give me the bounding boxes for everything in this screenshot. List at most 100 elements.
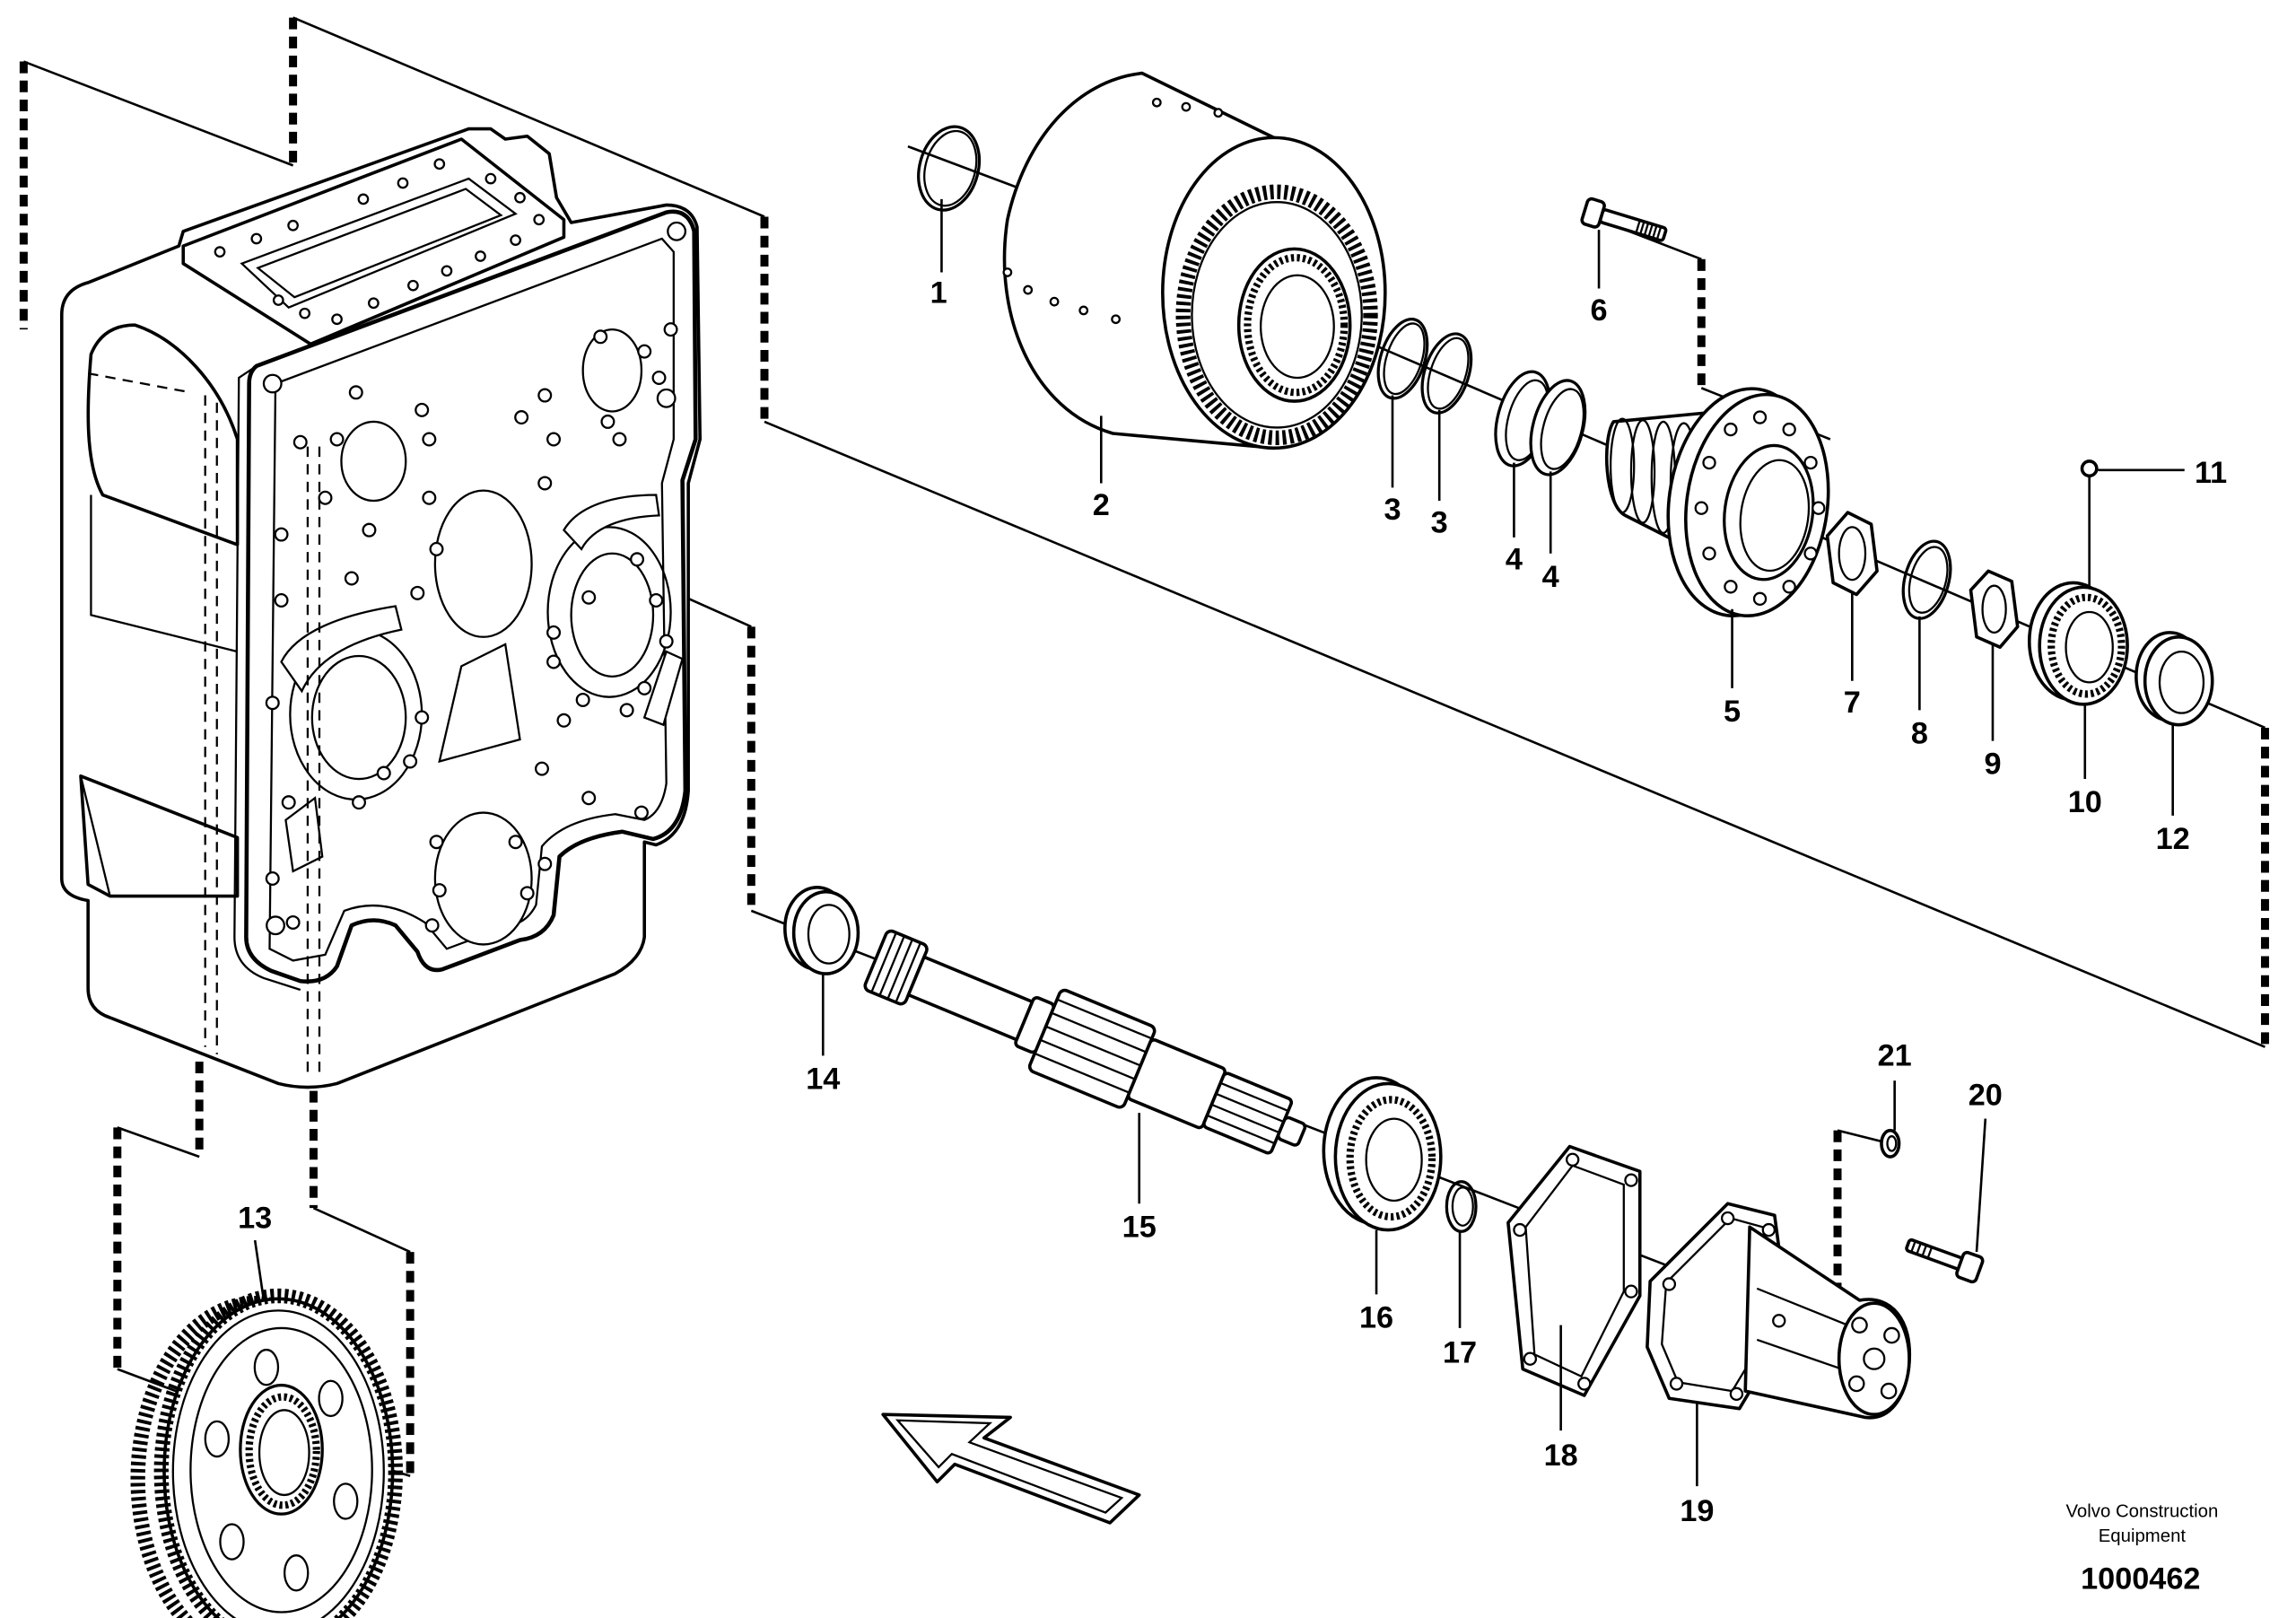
plate-bolt-hole <box>537 388 553 403</box>
plate-bolt-hole <box>422 490 437 505</box>
nut-bore <box>1981 584 2007 634</box>
plate-bolt-hole <box>593 329 608 345</box>
plate-bolt-hole <box>659 634 674 649</box>
plate-bolt-hole <box>600 414 615 429</box>
ring-axis-line <box>907 144 1026 192</box>
cover-flange-hole <box>1761 1222 1776 1238</box>
callout-20: 20 <box>1969 1078 2003 1112</box>
gear-teeth <box>153 1288 403 1618</box>
hub-flange-hole <box>1782 580 1796 594</box>
part-5-output-hub <box>1604 387 1830 618</box>
bearing-balls <box>1346 1096 1436 1221</box>
plate-bolt-hole <box>575 692 590 707</box>
gear-web-hole <box>333 1482 359 1520</box>
gear-web <box>189 1326 373 1614</box>
plate-bolt-hole <box>556 713 572 728</box>
plate-bolt-hole <box>546 654 562 669</box>
hub-flange-hole <box>1782 422 1796 437</box>
assembly-line <box>117 1126 200 1159</box>
leader-line-13 <box>253 1239 266 1301</box>
spline-teeth <box>1206 1081 1289 1145</box>
top-cover-window-inner <box>256 188 503 299</box>
front-plate-bolt-holes <box>262 221 687 936</box>
gear-web-hole <box>219 1523 245 1561</box>
plate-bolt-hole <box>651 370 667 385</box>
gasket-outline <box>1506 1144 1642 1397</box>
washer-inner <box>1908 546 1949 614</box>
gear-hub-bore <box>258 1409 310 1497</box>
plate-bolt-hole <box>508 835 523 850</box>
cover-flange-hole <box>1662 1277 1677 1291</box>
plate-bolt-hole <box>519 886 535 901</box>
plate-bolt-hole <box>429 541 444 556</box>
part-19-output-cover <box>1646 1202 1912 1420</box>
plate-bolt-hole <box>534 761 549 776</box>
plate-bolt-hole <box>415 710 430 725</box>
part-15-output-shaft <box>863 929 1307 1155</box>
part-16-ball-bearing <box>1322 1076 1443 1232</box>
callout-3a: 3 <box>1384 493 1401 527</box>
sealant-dot <box>2080 459 2099 478</box>
hub-bore <box>1723 443 1815 582</box>
assembly-line <box>22 60 294 167</box>
cover-bolt-hole <box>357 193 370 206</box>
plate-bolt-hole <box>274 527 289 542</box>
callout-6: 6 <box>1591 293 1608 328</box>
hub-bore-inner <box>1739 459 1811 573</box>
cover-bolt-hole <box>299 307 311 319</box>
cover-bolt-hole <box>272 294 284 306</box>
hub-flange-hole <box>1702 547 1716 561</box>
callout-11: 11 <box>2195 456 2227 490</box>
bore-hole <box>340 420 407 503</box>
cover-bolt-hole <box>407 279 419 292</box>
callout-15: 15 <box>1122 1210 1157 1244</box>
callout-8: 8 <box>1911 716 1928 750</box>
part-4-piston-ring <box>1529 379 1587 477</box>
washer-inner <box>1886 1135 1898 1152</box>
hex-nut <box>1825 511 1879 597</box>
snap-ring-inner <box>1451 1186 1474 1227</box>
company-name-line1: Volvo Construction <box>2065 1501 2218 1521</box>
part-18-gasket <box>1506 1144 1642 1397</box>
plate-bolt-hole <box>265 695 280 711</box>
plate-bolt-hole <box>415 402 430 417</box>
cover-center-hole <box>1863 1347 1886 1370</box>
plate-bolt-hole <box>376 765 391 781</box>
bore-hole <box>433 489 533 638</box>
spline-teeth <box>870 931 921 1003</box>
housing-lower-pocket <box>79 774 240 898</box>
callout-4b: 4 <box>1542 560 1559 594</box>
drum-oil-hole <box>1049 296 1060 307</box>
gear-web-hole <box>283 1554 310 1592</box>
hub-flange-hole <box>1694 501 1708 515</box>
assembly-line <box>764 420 2265 1048</box>
part-17-snap-ring <box>1445 1180 1478 1233</box>
part-14-seal <box>783 885 860 975</box>
part-12-seal <box>2134 631 2214 727</box>
bolt-head <box>1955 1250 1985 1284</box>
plate-bolt-hole <box>429 835 444 850</box>
bolt-shaft <box>1598 208 1668 242</box>
plate-bolt-hole <box>619 703 634 718</box>
part-2-clutch-drum <box>1002 71 1387 450</box>
part-11-sealant-point <box>2080 459 2099 478</box>
gasket-bolt-hole <box>1523 1351 1538 1366</box>
part-9-nut <box>1969 569 2020 649</box>
hub-flange-hole <box>1803 455 1818 470</box>
cover-bolt-hole <box>475 250 486 262</box>
top-cover-bolt-holes <box>214 158 546 326</box>
ring-outer <box>1529 379 1587 477</box>
snap-ring-outer <box>1445 1180 1478 1233</box>
part-21-washer <box>1880 1128 1901 1159</box>
shaft-journal <box>906 955 1035 1042</box>
plate-cutout <box>438 643 521 764</box>
nut-bore <box>1838 526 1867 582</box>
plate-bolt-hole <box>274 592 289 608</box>
callout-labels: 1 2 3 3 4 4 5 6 7 8 9 10 11 12 13 14 15 … <box>238 275 2227 1528</box>
plate-bolt-hole <box>637 344 652 359</box>
assembly-line <box>1837 1129 1885 1143</box>
plate-slot <box>642 650 684 727</box>
plate-bolt-hole <box>581 791 597 806</box>
bore-hole <box>570 552 655 678</box>
plate-bolt-hole <box>281 795 296 810</box>
